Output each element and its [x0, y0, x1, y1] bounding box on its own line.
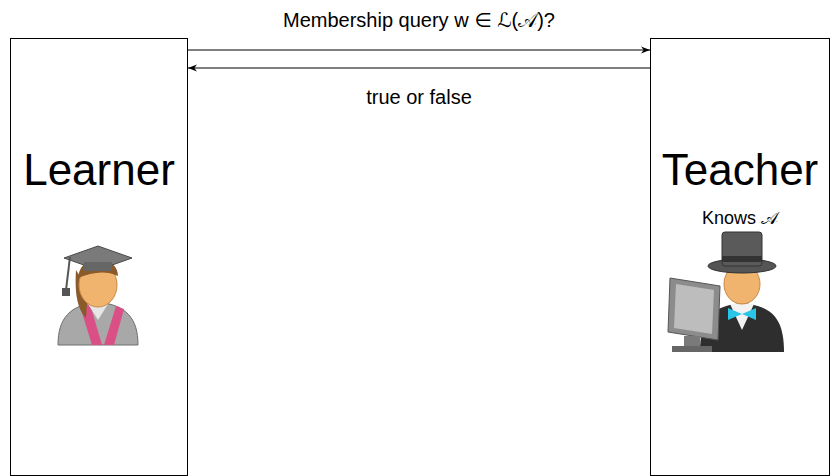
message-arrow: [188, 49, 650, 50]
teacher-icon: [668, 232, 784, 352]
message-label: Membership query w ∈ ℒ(𝒜)?: [280, 8, 558, 32]
actor-box: TeacherKnows 𝒜: [650, 38, 830, 476]
graduate-icon: [58, 246, 138, 345]
message-label: true or false: [363, 85, 475, 109]
actor-name: Learner: [23, 145, 175, 196]
actor-box: Learner: [10, 38, 188, 476]
message-arrow: [188, 67, 650, 68]
actor-note: Knows 𝒜: [702, 208, 778, 229]
actor-name: Teacher: [662, 145, 819, 196]
